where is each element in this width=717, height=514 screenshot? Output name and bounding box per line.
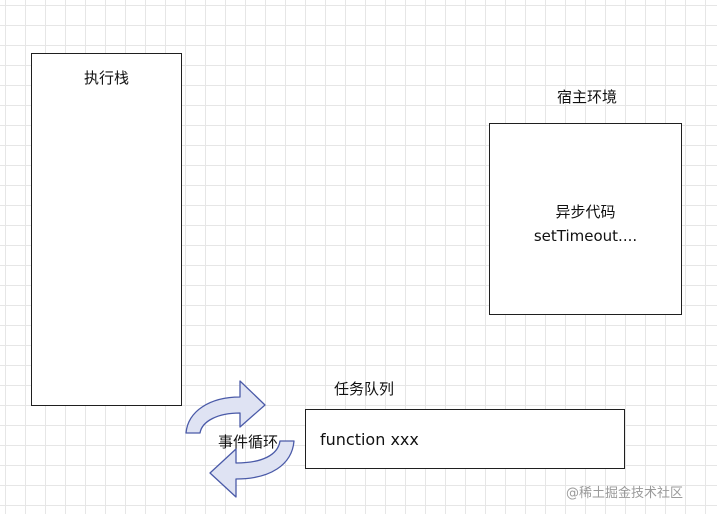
host-environment-box: 异步代码 setTimeout.... <box>489 123 682 315</box>
task-queue-title: 任务队列 <box>334 380 395 398</box>
host-line-async-code: 异步代码 <box>555 203 616 221</box>
execution-stack-box: 执行栈 <box>31 53 182 406</box>
event-loop-lower-arrow <box>209 440 295 498</box>
event-loop-upper-arrow <box>185 380 266 434</box>
host-line-settimeout: setTimeout.... <box>533 227 638 245</box>
watermark: @稀土掘金技术社区 <box>566 486 684 501</box>
execution-stack-title: 执行栈 <box>83 69 129 87</box>
event-loop-label: 事件循环 <box>218 433 279 451</box>
event-loop-cycle-icon <box>185 380 295 498</box>
task-queue-box: function xxx <box>305 409 625 469</box>
host-environment-title: 宿主环境 <box>557 88 618 106</box>
task-queue-item: function xxx <box>320 430 419 449</box>
